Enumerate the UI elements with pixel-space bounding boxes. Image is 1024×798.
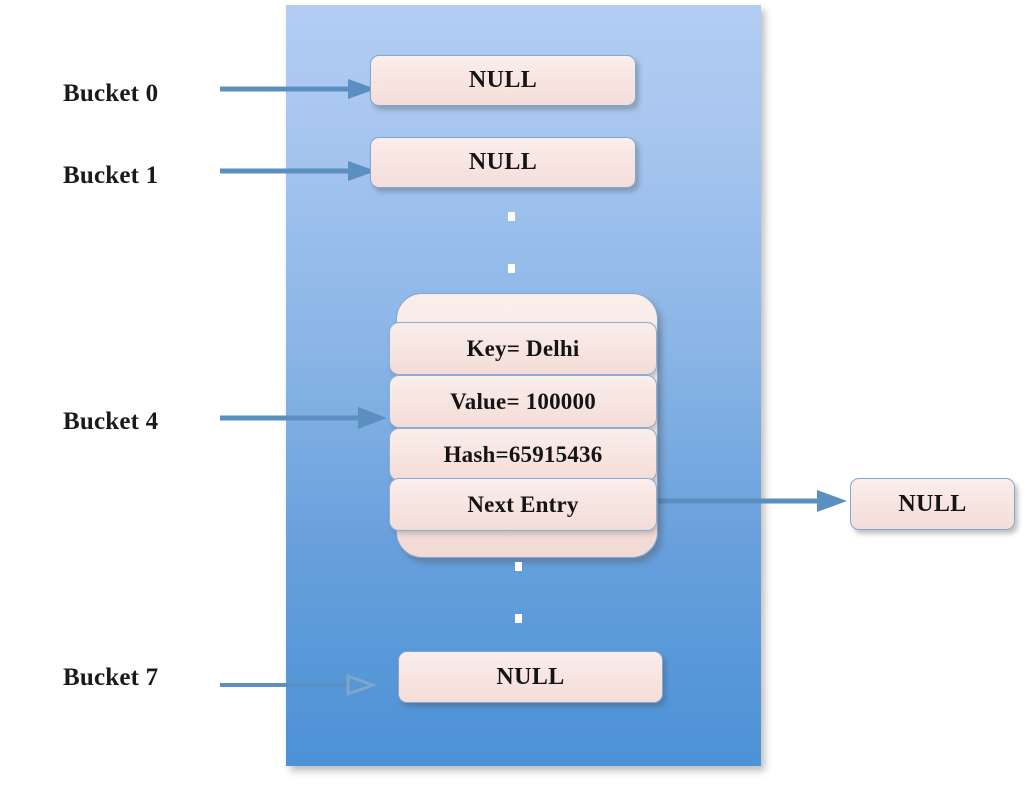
ellipsis-dot-lower-2 <box>515 614 522 623</box>
bucket-7-null-label: NULL <box>496 663 565 690</box>
bucket-1-null-label: NULL <box>468 149 538 175</box>
next-entry-null-label: NULL <box>898 490 967 517</box>
arrow-bucket-4 <box>220 403 390 433</box>
bucket-1-null-box[interactable]: NULL <box>370 137 636 188</box>
arrow-bucket-7 <box>220 671 378 699</box>
arrow-next-entry <box>652 486 850 516</box>
bucket-0-null-label: NULL <box>468 67 538 93</box>
arrow-bucket-0 <box>220 74 380 104</box>
next-entry-null-box[interactable]: NULL <box>850 478 1015 530</box>
entry-value-label: Value= 100000 <box>450 388 596 414</box>
ellipsis-dot-upper-1 <box>508 212 515 221</box>
bucket-7-null-box[interactable]: NULL <box>398 651 663 703</box>
bucket-label-0: Bucket 0 <box>63 80 159 107</box>
bucket-0-null-box[interactable]: NULL <box>370 55 636 106</box>
entry-value-row[interactable]: Value= 100000 <box>389 375 657 428</box>
bucket-label-1: Bucket 1 <box>63 162 159 189</box>
entry-key-row[interactable]: Key= Delhi <box>389 322 657 375</box>
ellipsis-dot-lower-1 <box>515 562 522 571</box>
entry-hash-label: Hash=65915436 <box>443 441 603 467</box>
entry-hash-row[interactable]: Hash=65915436 <box>389 428 657 481</box>
bucket-label-7: Bucket 7 <box>63 664 159 691</box>
entry-next-label: Next Entry <box>467 491 579 517</box>
entry-key-label: Key= Delhi <box>466 335 580 361</box>
entry-next-row[interactable]: Next Entry <box>389 478 657 531</box>
ellipsis-dot-upper-2 <box>508 264 515 273</box>
arrow-bucket-1 <box>220 156 380 186</box>
bucket-label-4: Bucket 4 <box>63 408 159 435</box>
